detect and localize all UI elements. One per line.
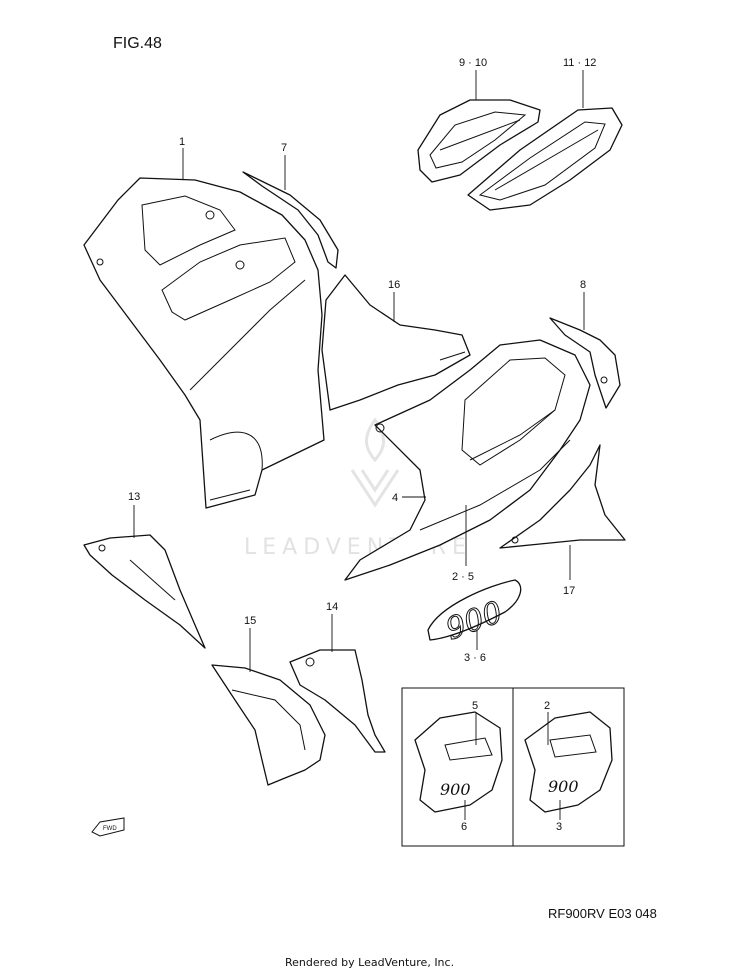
inset-box: [401, 687, 625, 847]
callout-7: 7: [281, 142, 287, 154]
callout-2-5: 2 · 5: [452, 571, 474, 583]
emblem-text: 900: [441, 595, 507, 647]
callout-1: 1: [179, 136, 185, 148]
inset-left-emblem: 900: [440, 780, 471, 799]
figure-title: FIG.48: [113, 35, 162, 52]
callout-14: 14: [326, 601, 338, 613]
watermark-logo-icon: [350, 417, 400, 508]
callout-15: 15: [244, 615, 256, 627]
part-7-trim-strip[interactable]: [242, 171, 339, 269]
callout-3-6: 3 · 6: [464, 652, 486, 664]
part-8-bracket[interactable]: [549, 317, 621, 409]
fwd-arrow-icon: FWD: [91, 817, 125, 837]
inset-right-cowling[interactable]: 900: [524, 711, 613, 813]
callout-9-10: 9 · 10: [459, 57, 487, 69]
part-1-upper-cowling[interactable]: [83, 177, 325, 509]
part-16-inner-panel[interactable]: [321, 274, 471, 411]
fwd-label: FWD: [103, 826, 117, 832]
inset-right-emblem: 900: [548, 777, 579, 796]
part-4-lower-cowling[interactable]: [344, 339, 591, 581]
part-3-6-emblem[interactable]: 900: [427, 579, 522, 648]
callout-inset-2: 2: [544, 700, 550, 712]
callout-17: 17: [563, 585, 575, 597]
callout-inset-3: 3: [556, 821, 562, 833]
part-13-small-panel[interactable]: [83, 534, 206, 649]
callout-8: 8: [580, 279, 586, 291]
part-17-side-panel[interactable]: [499, 444, 626, 549]
callout-13: 13: [128, 491, 140, 503]
part-14-lower-panel[interactable]: [289, 649, 386, 753]
part-9-10-duct[interactable]: [417, 99, 541, 183]
callout-inset-6: 6: [461, 821, 467, 833]
inset-left-cowling[interactable]: 900: [414, 711, 503, 813]
callout-inset-5: 5: [472, 700, 478, 712]
callout-4: 4: [392, 492, 398, 504]
callout-16: 16: [388, 279, 400, 291]
part-11-12-duct[interactable]: [467, 107, 623, 211]
part-15-lower-bracket[interactable]: [211, 664, 326, 786]
callout-11-12: 11 · 12: [563, 57, 596, 69]
diagram-code: RF900RV E03 048: [548, 906, 657, 921]
credit-text: Rendered by LeadVenture, Inc.: [285, 956, 454, 969]
